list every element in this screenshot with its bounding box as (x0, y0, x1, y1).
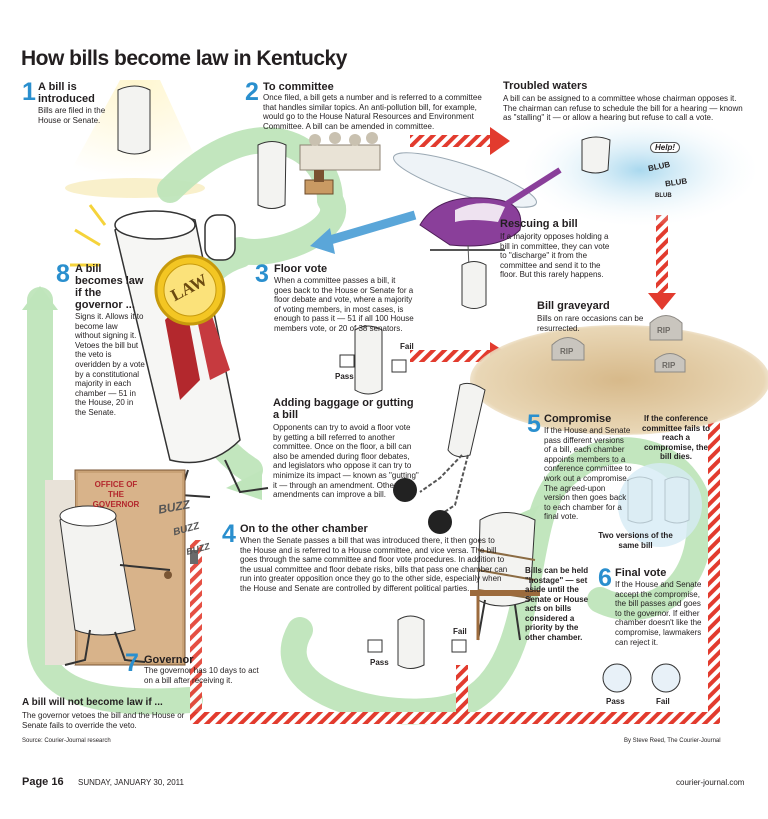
bill-character-hostage (470, 512, 540, 641)
bill-character-governor (59, 505, 171, 666)
step-5-number: 5 (527, 410, 541, 438)
byline: By Steve Reed, The Courier-Journal (624, 738, 721, 744)
step-6-number: 6 (598, 564, 612, 592)
step-3-body: When a committee passes a bill, it goes … (274, 276, 414, 333)
floor-vote-pass-label: Pass (335, 372, 354, 381)
step-4-heading: On to the other chamber (240, 523, 368, 535)
adding-baggage: Adding baggage or gutting a bill Opponen… (273, 397, 421, 500)
step-1-heading: A bill is introduced (38, 81, 95, 105)
page-number: Page 16 (22, 776, 64, 788)
troubled-waters-heading: Troubled waters (503, 80, 588, 92)
rip-label-3: RIP (662, 361, 676, 370)
not-law-heading: A bill will not become law if ... (22, 697, 163, 708)
troubled-waters-body: A bill can be assigned to a committee wh… (503, 94, 743, 123)
blub-text-3: BLUB (655, 193, 672, 199)
step-6-heading: Final vote (615, 567, 667, 579)
step-2-heading: To committee (263, 81, 334, 93)
graveyard-sand (470, 325, 768, 435)
final-fail-label: Fail (656, 697, 670, 706)
final-pass-label: Pass (606, 697, 625, 706)
step-7-heading: Governor (144, 654, 194, 666)
step-2-number: 2 (245, 78, 259, 106)
floor-vote-fail-label: Fail (400, 342, 414, 351)
help-bubble: Help! (650, 142, 680, 153)
step-4-number: 4 (222, 520, 236, 548)
rescuing-heading: Rescuing a bill (500, 218, 578, 230)
page-date: SUNDAY, JANUARY 30, 2011 (78, 778, 184, 787)
bill-graveyard: Bill graveyard Bills on rare occasions c… (537, 300, 647, 333)
committee-table (299, 132, 381, 195)
step-7-number: 7 (125, 649, 139, 677)
step-3-heading: Floor vote (274, 263, 328, 275)
graveyard-heading: Bill graveyard (537, 300, 610, 312)
step-5-body: If the House and Senate pass different v… (544, 426, 632, 522)
tombstones (551, 315, 686, 373)
step-8-heading: A bill becomes law if the governor ... (75, 263, 144, 311)
step-7-body: The governor has 10 days to act on a bil… (144, 666, 259, 685)
chamber-pass-label: Pass (370, 658, 389, 667)
red-path-arrows (190, 127, 728, 724)
rescuing-a-bill: Rescuing a bill If a majority opposes ho… (500, 218, 612, 280)
step-1-number: 1 (22, 78, 36, 106)
step-3-number: 3 (255, 260, 269, 288)
office-door-sign: OFFICE OF THE GOVERNOR (92, 480, 140, 509)
governor-office-door (45, 469, 198, 666)
graveyard-body: Bills on rare occasions can be resurrect… (537, 314, 644, 333)
step-8-number: 8 (56, 260, 70, 288)
conference-bubble (618, 463, 702, 547)
rip-label-1: RIP (560, 347, 574, 356)
not-law-body: The governor vetoes the bill and the Hou… (22, 711, 185, 730)
hostage-note: Bills can be held "hostage" — set aside … (525, 566, 589, 642)
step-2-body: Once filed, a bill gets a number and is … (263, 93, 482, 131)
step-4-body: When the Senate passes a bill that was i… (240, 536, 508, 593)
conference-fails-note: If the conference committee fails to rea… (641, 414, 710, 461)
baggage-body: Opponents can try to avoid a floor vote … (273, 423, 419, 500)
site-link[interactable]: courier-journal.com (676, 778, 745, 787)
law-scroll-mascot (114, 210, 269, 498)
rescue-helicopter (393, 152, 562, 291)
rip-label-2: RIP (657, 326, 671, 335)
troubled-waters: Troubled waters A bill can be assigned t… (503, 80, 748, 123)
rescuing-body: If a majority opposes holding a bill in … (500, 232, 610, 280)
thumb-icons (339, 354, 681, 693)
ball-and-chain (393, 382, 486, 534)
page-title: How bills become law in Kentucky (21, 47, 347, 70)
chamber-fail-label: Fail (453, 627, 467, 636)
step-5-heading: Compromise (544, 413, 612, 425)
not-law: A bill will not become law if ... The go… (22, 697, 192, 730)
source-credit: Source: Courier-Journal research (22, 738, 111, 744)
step-8-body: Signs it. Allows it to become law withou… (75, 312, 145, 417)
two-versions-label: Two versions of the same bill (598, 531, 673, 550)
discharge-arrow (310, 210, 417, 254)
sun-rays (70, 204, 107, 267)
step-6-body: If the House and Senate accept the compr… (615, 580, 702, 647)
baggage-heading: Adding baggage or gutting a bill (273, 397, 414, 421)
step-1-body: Bills are filed in the House or Senate. (38, 106, 106, 125)
